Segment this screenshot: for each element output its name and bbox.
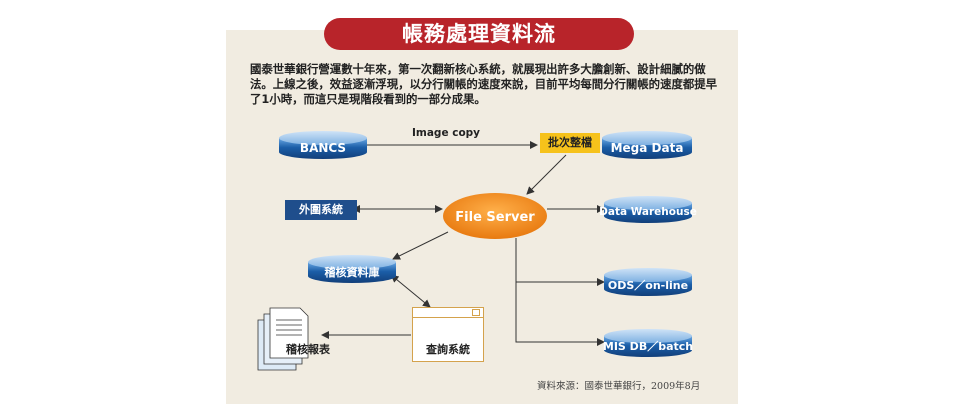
edge-fileserver-ods [515, 238, 605, 286]
audit-db-label: 稽核資料庫 [325, 265, 380, 279]
audit-db: 稽核資料庫 [308, 255, 396, 283]
mis-db: MIS DB／batch [603, 329, 693, 357]
window-title-bar [413, 308, 483, 318]
file-server-node: File Server [443, 193, 547, 239]
window-button-icon [472, 309, 480, 316]
connectors [321, 141, 605, 346]
mis-label: MIS DB／batch [603, 340, 693, 353]
mega-data-db: Mega Data [602, 131, 692, 159]
ods-label: ODS／on-line [608, 279, 688, 292]
edge-audit-query [390, 274, 431, 308]
edge-fileserver-mis [515, 282, 605, 346]
file-server-label: File Server [455, 210, 535, 225]
mega-data-label: Mega Data [611, 141, 684, 155]
data-warehouse-db: Data Warehouse [599, 196, 697, 223]
title-banner: 帳務處理資料流 [324, 18, 634, 50]
data-warehouse-label: Data Warehouse [599, 206, 697, 218]
report-label: 稽核報表 [286, 342, 331, 356]
bancs-db: BANCS [279, 131, 367, 159]
intro-text: 國泰世華銀行營運數十年來，第一次翻新核心系統，就展現出許多大膽創新、設計細膩的做… [250, 62, 718, 106]
query-system-window: 查詢系統 [412, 307, 484, 362]
report-documents-icon: 稽核報表 [257, 307, 331, 371]
edge-fileserver-audit [392, 231, 449, 260]
source-note: 資料來源：國泰世華銀行，2009年8月 [537, 381, 701, 392]
ods-db: ODS／on-line [604, 268, 692, 296]
batch-process-box: 批次整檔 [540, 133, 600, 153]
bancs-label: BANCS [300, 141, 346, 155]
query-system-label: 查詢系統 [426, 343, 470, 356]
edge-batch-fileserver [526, 154, 567, 195]
edge-label-image-copy: Image copy [412, 127, 480, 139]
external-system-box: 外圍系統 [285, 200, 357, 220]
